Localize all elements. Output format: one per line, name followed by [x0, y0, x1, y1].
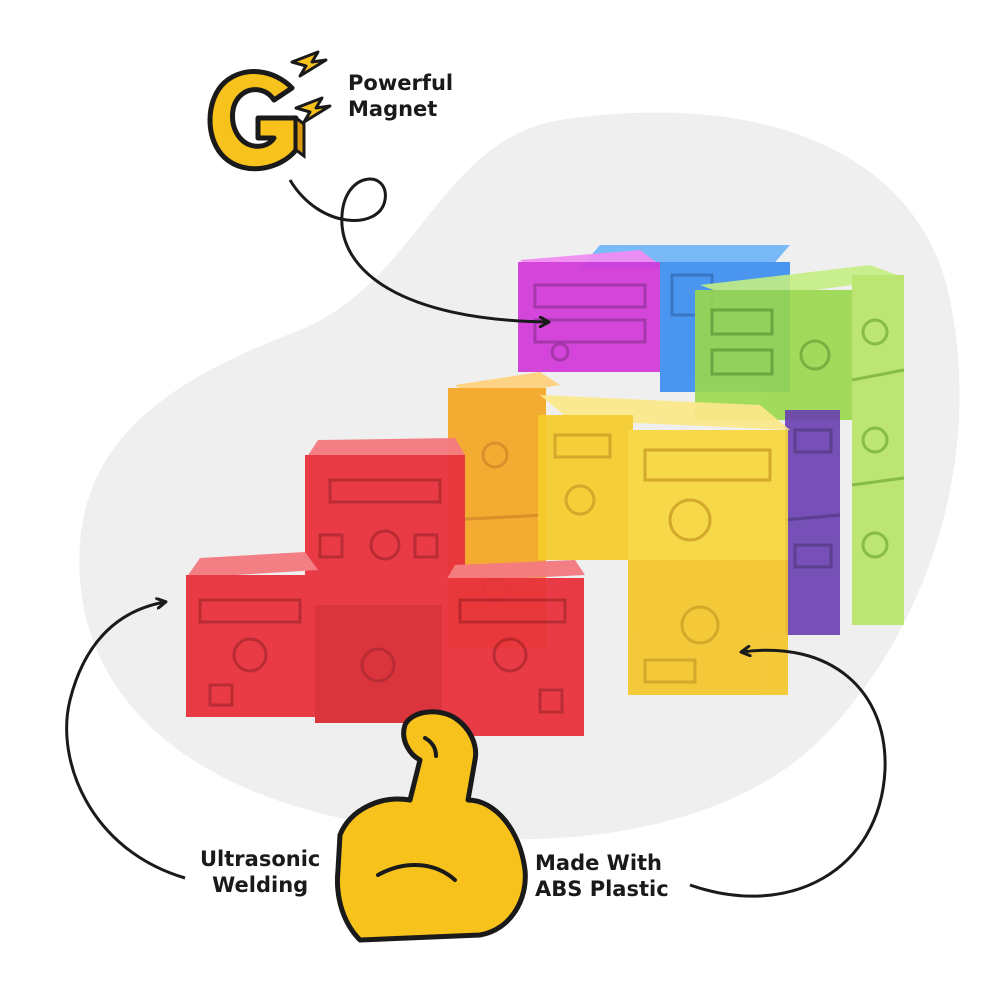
arrow-magnet: [288, 177, 548, 322]
label-welding-line2: Welding: [212, 873, 309, 897]
label-powerful-magnet: Powerful Magnet: [348, 70, 453, 122]
cube-yellow: [538, 395, 790, 695]
cube-green: [695, 265, 905, 625]
cube-magenta: [518, 250, 660, 372]
label-welding-line1: Ultrasonic: [200, 847, 321, 871]
label-magnet-line2: Magnet: [348, 97, 438, 121]
cube-red-piece: [186, 438, 585, 736]
label-magnet-line1: Powerful: [348, 71, 454, 95]
cube-purple: [784, 410, 841, 635]
lightning-icon: [290, 50, 332, 124]
arrow-abs: [689, 650, 887, 898]
magnet-g-icon: [207, 69, 306, 172]
label-abs-line2: ABS Plastic: [535, 877, 669, 901]
arrow-welding: [65, 602, 186, 880]
label-abs-plastic: Made With ABS Plastic: [535, 850, 669, 902]
flexed-arm-icon: [334, 709, 528, 943]
label-abs-line1: Made With: [535, 851, 663, 875]
label-ultrasonic-welding: Ultrasonic Welding: [200, 846, 320, 898]
